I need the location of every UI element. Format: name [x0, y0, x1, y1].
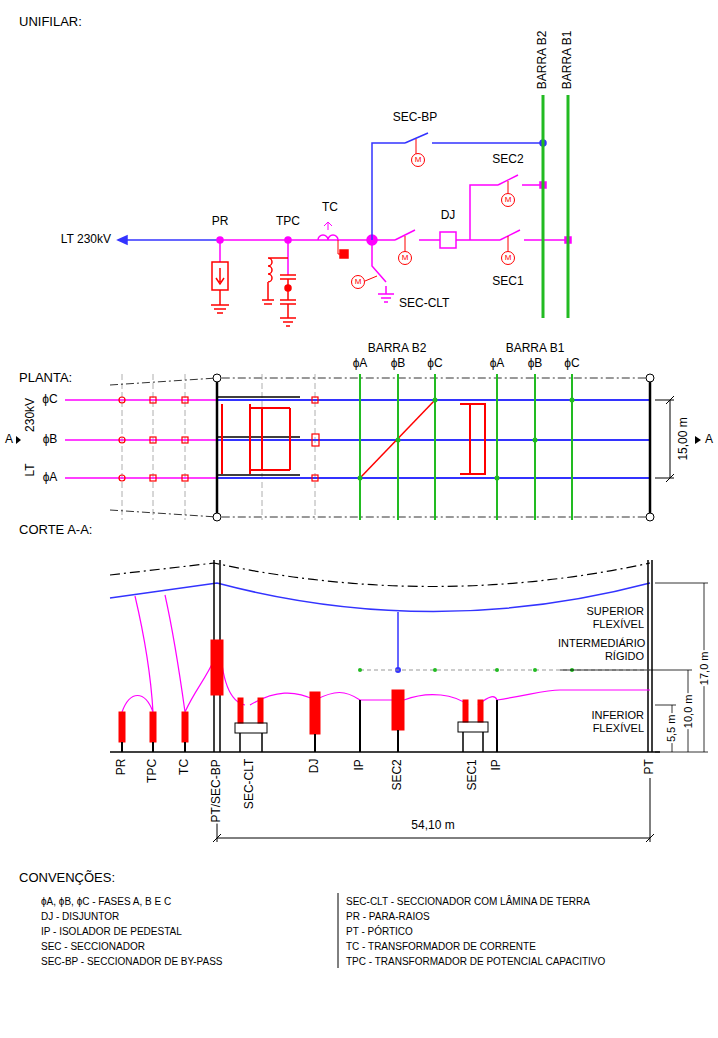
section-title: PLANTA: [18, 371, 73, 386]
line-label: LT 230kV [60, 233, 112, 247]
motor-mark: M [415, 155, 422, 164]
equipment-label: SEC2 [491, 153, 524, 167]
bus-label: BARRA B1 [561, 29, 575, 90]
equipment-label: SEC1 [466, 758, 480, 791]
equipment-label: PR [115, 758, 129, 777]
convention-text: IP - ISOLADOR DE PEDESTAL [40, 926, 183, 938]
equipment-label: SEC-CLT [243, 758, 257, 810]
dimension-label: 5,5 m [666, 713, 679, 743]
section-mark: A [4, 433, 14, 447]
bus-label: BARRA B2 [367, 342, 428, 356]
legend-divider [338, 893, 339, 968]
motor-mark: M [505, 253, 512, 262]
motor-mark: M [505, 195, 512, 204]
section-title: CONVENÇÕES: [18, 871, 116, 886]
equipment-label: TPC [146, 758, 160, 784]
phase-label: ϕA [42, 471, 59, 485]
motor-mark: M [355, 277, 362, 286]
equipment-label: TC [178, 758, 192, 776]
convention-text: ϕA, ϕB, ϕC - FASES A, B E C [40, 896, 172, 908]
phase-label: ϕA [489, 357, 506, 371]
equipment-label: DJ [440, 209, 457, 223]
level-label: INTERMEDIÁRIO RÍGIDO [557, 637, 645, 662]
motor-mark: M [402, 253, 409, 262]
level-label: SUPERIOR FLEXÍVEL [581, 605, 645, 630]
dimension-label: 54,10 m [410, 819, 455, 833]
equipment-label: IP [353, 758, 367, 771]
phase-label: ϕC [41, 393, 58, 407]
convention-text: PR - PARA-RAIOS [345, 911, 431, 923]
equipment-label: TC [321, 201, 339, 215]
level-label: INFERIOR FLEXÍVEL [581, 709, 645, 734]
equipment-label: TPC [275, 215, 301, 229]
plan-view [16, 374, 701, 521]
phase-label: ϕC [563, 357, 580, 371]
equipment-label: SEC2 [391, 758, 405, 791]
convention-text: SEC-CLT - SECCIONADOR COM LÂMINA DE TERR… [345, 896, 591, 908]
section-title: CORTE A-A: [18, 523, 93, 538]
convention-text: SEC - SECCIONADOR [40, 941, 146, 953]
line-label: LT [24, 462, 38, 477]
equipment-label: SEC1 [491, 275, 524, 289]
phase-label: ϕA [352, 357, 369, 371]
section-mark: A [704, 433, 714, 447]
equipment-label: PT [643, 758, 657, 775]
bus-label: BARRA B2 [536, 29, 550, 90]
dimension-label: 10,0 m [682, 693, 695, 729]
convention-text: DJ - DISJUNTOR [40, 911, 120, 923]
section-view [110, 560, 708, 842]
phase-label: ϕB [527, 357, 544, 371]
section-title: UNIFILAR: [18, 15, 83, 30]
equipment-label: SEC-BP [392, 111, 439, 125]
convention-text: PT - PÓRTICO [345, 926, 414, 938]
single-line-diagram [118, 95, 571, 326]
convention-text: SEC-BP - SECCIONADOR DE BY-PASS [40, 956, 224, 968]
convention-text: TPC - TRANSFORMADOR DE POTENCIAL CAPACIT… [345, 956, 606, 968]
phase-label: ϕB [390, 357, 407, 371]
phase-label: ϕB [42, 433, 59, 447]
equipment-label: DJ [308, 758, 322, 775]
dimension-label: 17,0 m [698, 650, 711, 686]
bus-label: BARRA B1 [505, 342, 566, 356]
phase-label: ϕC [426, 357, 443, 371]
equipment-label: IP [490, 758, 504, 771]
dimension-label: 15,00 m [677, 416, 691, 461]
convention-text: TC - TRANSFORMADOR DE CORRENTE [345, 941, 537, 953]
equipment-label: SEC-CLT [398, 297, 450, 311]
equipment-label: PT/SEC-BP [210, 758, 224, 823]
equipment-label: PR [211, 215, 230, 229]
line-label: 230kV [24, 397, 38, 433]
